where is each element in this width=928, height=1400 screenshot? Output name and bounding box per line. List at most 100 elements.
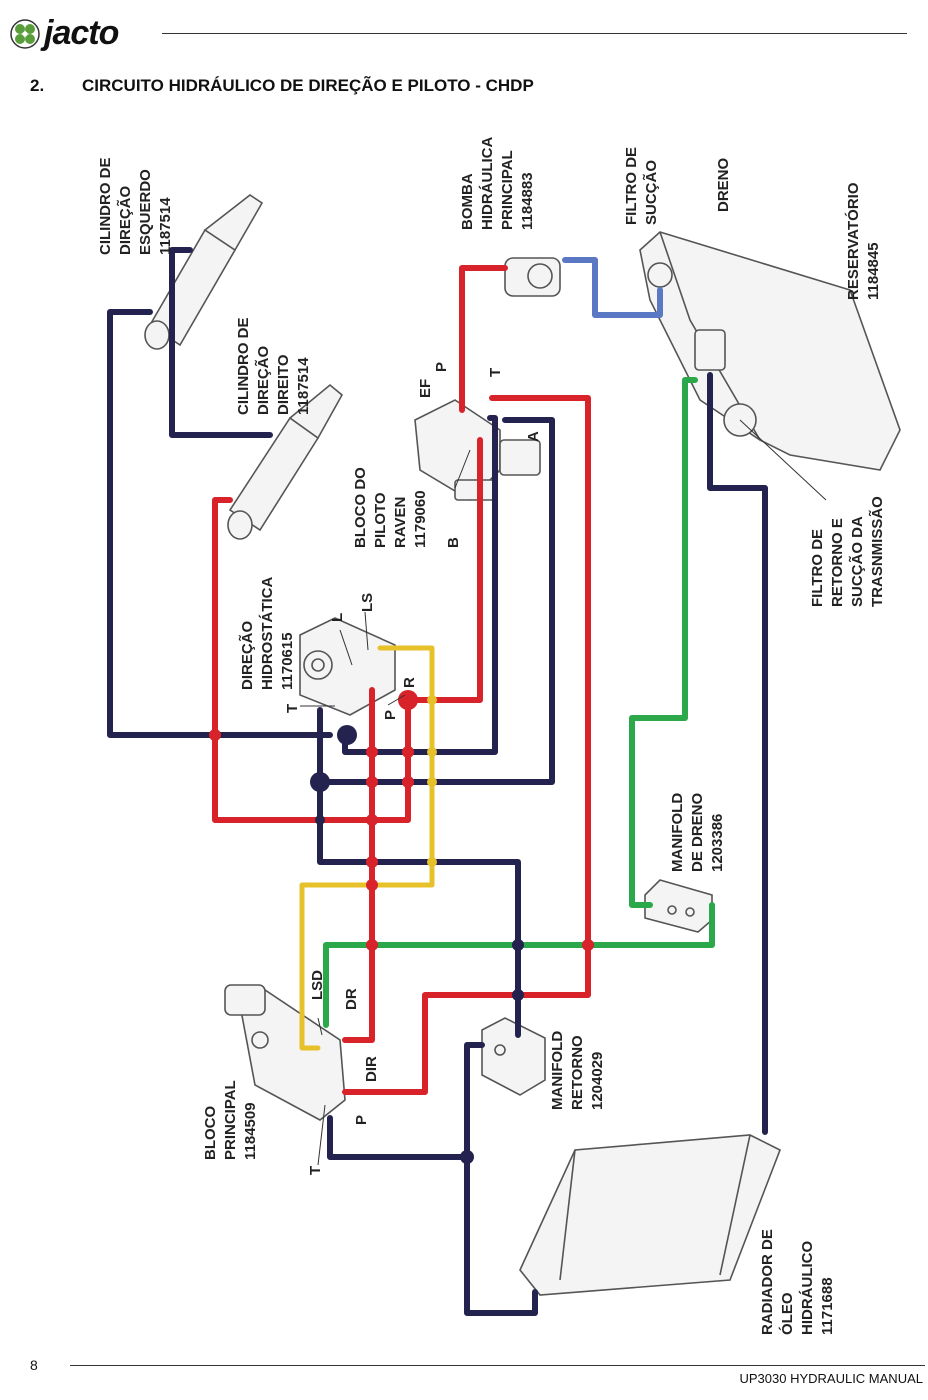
port-pilot-t: T [487,368,504,377]
leader-lines [300,419,827,1166]
port-steer-t: T [284,704,301,713]
pump-line-3: PRINCIPAL [499,150,516,230]
hose-pilot-p [342,395,591,1095]
reservoir-line-2: 1184845 [865,242,882,300]
cyl-right-line-4: 1187514 [295,357,312,415]
port-main-dr: DR [343,988,360,1010]
cyl-left-line-3: ESQUERDO [137,169,154,255]
hose-steer-t [317,707,521,1038]
drain-manifold-line-1: MANIFOLD [669,793,686,872]
drain-manifold-line-2: DE DRENO [689,792,706,872]
cyl-left-line-4: 1187514 [157,197,174,255]
port-steer-r: R [401,677,418,688]
label-main-block: BLOCO PRINCIPAL 1184509 [202,1076,259,1160]
hose-pressure-main [342,687,375,1043]
clover-icon [10,18,40,49]
steering-unit-body [299,617,396,716]
suction-filter-line-2: SUCÇÃO [642,160,660,225]
page-header: jacto [0,0,928,60]
main-block-line-3: 1184509 [242,1102,259,1160]
section-number: 2. [30,76,45,95]
jacto-logo: jacto [10,14,119,53]
port-steer-ls: LS [359,593,376,612]
label-drain: DRENO [715,157,732,212]
drain-line-1: DRENO [715,157,732,212]
label-return-filter: FILTRO DE RETORNO E SUCÇÃO DA TRASNMISSÃ… [809,496,886,607]
hose-radiator-in [707,372,768,1135]
hose-cyl-left-return-2 [169,247,273,438]
return-filter-line-1: FILTRO DE [809,529,826,607]
pump-line-4: 1184883 [519,172,536,230]
cylinder-right [227,383,344,540]
main-block-line-2: PRINCIPAL [222,1080,239,1160]
steering-line-3: 1170615 [279,632,296,690]
section-title: 2. CIRCUITO HIDRÁULICO DE DIREÇÃO E PILOT… [30,76,534,96]
label-cyl-right: CILINDRO DE DIREÇÃO DIREITO 1187514 [235,313,312,415]
port-main-dir: DIR [363,1056,380,1082]
return-filter-line-3: SUCÇÃO DA [848,516,866,607]
main-block-body [224,984,346,1121]
radiator-body [519,1134,782,1296]
port-steer-p: P [382,710,399,720]
return-manifold-line-1: MANIFOLD [549,1031,566,1110]
return-manifold-line-3: 1204029 [589,1052,606,1110]
pump-body [504,257,561,297]
label-suction-filter: FILTRO DE SUCÇÃO [623,143,660,225]
port-pilot-a: A [525,431,542,442]
cyl-right-line-3: DIREITO [275,354,292,415]
label-pilot-block: BLOCO DO PILOTO RAVEN 1179060 [352,463,429,548]
hose-radiator-out [464,1154,538,1316]
label-pump: BOMBA HIDRÁULICA PRINCIPAL 1184883 [459,133,536,230]
main-block-line-1: BLOCO [202,1106,219,1160]
label-radiator: RADIADOR DE ÓLEO HIDRÁULICO 1171688 [759,1225,836,1335]
cyl-left-line-2: DIREÇÃO [116,185,134,255]
return-filter-line-2: RETORNO E [829,518,846,607]
radiator-line-4: 1171688 [819,1277,836,1335]
manual-title: UP3030 HYDRAULIC MANUAL [739,1371,923,1386]
cyl-left-line-1: CILINDRO DE [97,158,114,256]
reservoir-body [639,231,901,471]
pilot-block-line-3: RAVEN [392,497,409,548]
port-main-lsd: LSD [309,970,326,1000]
cyl-right-line-2: DIREÇÃO [254,345,272,415]
port-main-t: T [307,1166,324,1175]
steering-line-1: DIREÇÃO [238,620,256,690]
hose-tank-line [342,415,498,755]
label-drain-manifold: MANIFOLD DE DRENO 1203386 [669,789,726,872]
junction-nodes [209,690,594,1164]
reservoir-line-1: RESERVATÓRIO [844,182,862,300]
logo-text: jacto [44,14,119,52]
label-cyl-left: CILINDRO DE DIREÇÃO ESQUERDO 1187514 [97,153,174,255]
hose-drain-manifold [629,377,698,908]
drain-manifold-body [644,879,713,933]
hydraulic-diagram: CILINDRO DE DIREÇÃO ESQUERDO 1187514 CIL… [97,133,901,1335]
radiator-line-3: HIDRÁULICO [799,1241,816,1335]
port-steer-l: L [329,613,346,622]
footer-rule [70,1365,925,1366]
hose-suction [562,257,663,318]
port-pilot-ef: EF [417,379,434,398]
radiator-line-2: ÓLEO [778,1292,796,1335]
return-manifold-body [481,1017,546,1096]
pilot-block-line-2: PILOTO [372,492,389,548]
pilot-block-line-4: 1179060 [412,490,429,548]
page-number: 8 [30,1357,38,1373]
suction-filter-line-1: FILTRO DE [623,147,640,225]
label-steering: DIREÇÃO HIDROSTÁTICA 1170615 [238,573,296,690]
port-main-p: P [353,1115,370,1125]
drain-manifold-line-3: 1203386 [709,814,726,872]
cyl-right-line-1: CILINDRO DE [235,318,252,416]
steering-line-2: HIDROSTÁTICA [259,577,276,690]
pump-line-1: BOMBA [459,173,476,230]
return-filter-line-4: TRASNMISSÃO [868,496,886,607]
return-manifold-line-2: RETORNO [569,1035,586,1110]
port-pilot-p: P [433,362,450,372]
hose-main-t [327,1042,485,1160]
pump-line-2: HIDRÁULICA [479,137,496,230]
port-pilot-b: B [445,537,462,548]
label-reservoir: RESERVATÓRIO 1184845 [844,178,882,300]
section-title-text: CIRCUITO HIDRÁULICO DE DIREÇÃO E PILOTO … [82,76,534,95]
header-rule [162,33,907,34]
label-return-manifold: MANIFOLD RETORNO 1204029 [549,1027,606,1110]
pilot-block-line-1: BLOCO DO [352,467,369,548]
